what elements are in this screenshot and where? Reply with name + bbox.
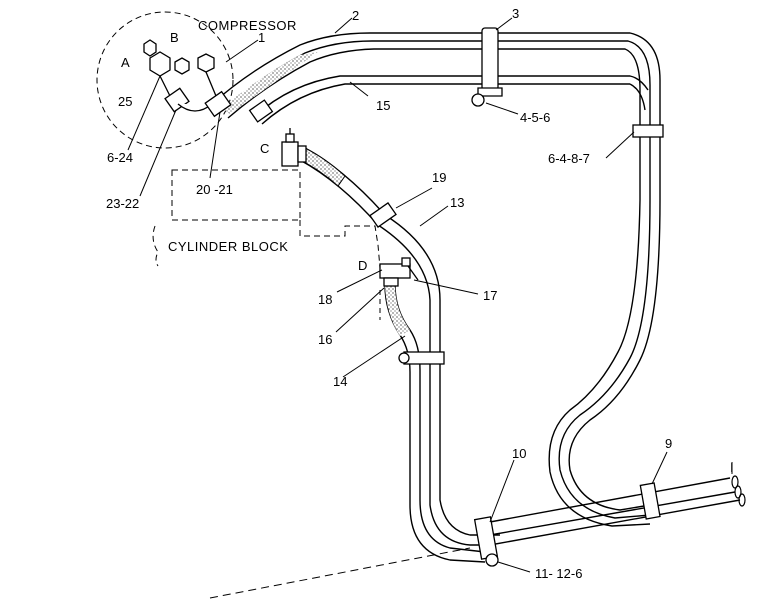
cylinder-block-outline [152, 169, 381, 320]
tube-2-stipple [222, 52, 318, 114]
label-3: 3 [512, 6, 519, 21]
tube-2 [211, 32, 661, 128]
fitting-d [379, 257, 419, 287]
ground-line [209, 547, 471, 599]
clamp-19 [369, 202, 397, 228]
label-16: 16 [318, 332, 332, 347]
clamp-6-4-8-7 [632, 124, 664, 138]
label-4-5-6: 4-5-6 [520, 110, 550, 125]
fitting-c [281, 128, 307, 167]
label-6-4-8-7: 6-4-8-7 [548, 151, 590, 166]
label-19: 19 [432, 170, 446, 185]
label-cylinder-block: CYLINDER BLOCK [168, 239, 288, 254]
label-6-24: 6-24 [107, 150, 133, 165]
label-18: 18 [318, 292, 332, 307]
label-11-12-6: 11- 12-6 [535, 566, 582, 581]
label-2: 2 [352, 8, 359, 23]
label-port-b: B [170, 30, 179, 45]
label-15: 15 [376, 98, 390, 113]
clamp-14 [398, 351, 445, 365]
tube-13-stipple [299, 147, 346, 187]
label-23-22: 23-22 [106, 196, 139, 211]
label-1: 1 [258, 30, 265, 45]
label-10: 10 [512, 446, 526, 461]
tube-ends [731, 475, 746, 507]
clamp-10 [473, 516, 499, 567]
tube-bottom [489, 477, 741, 546]
clamp-9 [639, 482, 661, 520]
leader-lines [127, 17, 733, 573]
label-25: 25 [118, 94, 132, 109]
label-13: 13 [450, 195, 464, 210]
label-20-21: 20 -21 [196, 182, 233, 197]
label-port-a: A [121, 55, 130, 70]
tube-15 [254, 75, 649, 125]
clamp-3 [471, 27, 503, 107]
label-compressor: COMPRESSOR [198, 18, 297, 33]
tube-right-loop [548, 83, 661, 527]
label-end: I [730, 460, 734, 475]
tube-14-stipple [385, 285, 410, 336]
label-14: 14 [333, 374, 347, 389]
label-9: 9 [665, 436, 672, 451]
compressor-fittings [143, 39, 274, 123]
label-port-d: D [358, 258, 367, 273]
label-17: 17 [483, 288, 497, 303]
compressor-outline [96, 11, 234, 149]
label-port-c: C [260, 141, 269, 156]
